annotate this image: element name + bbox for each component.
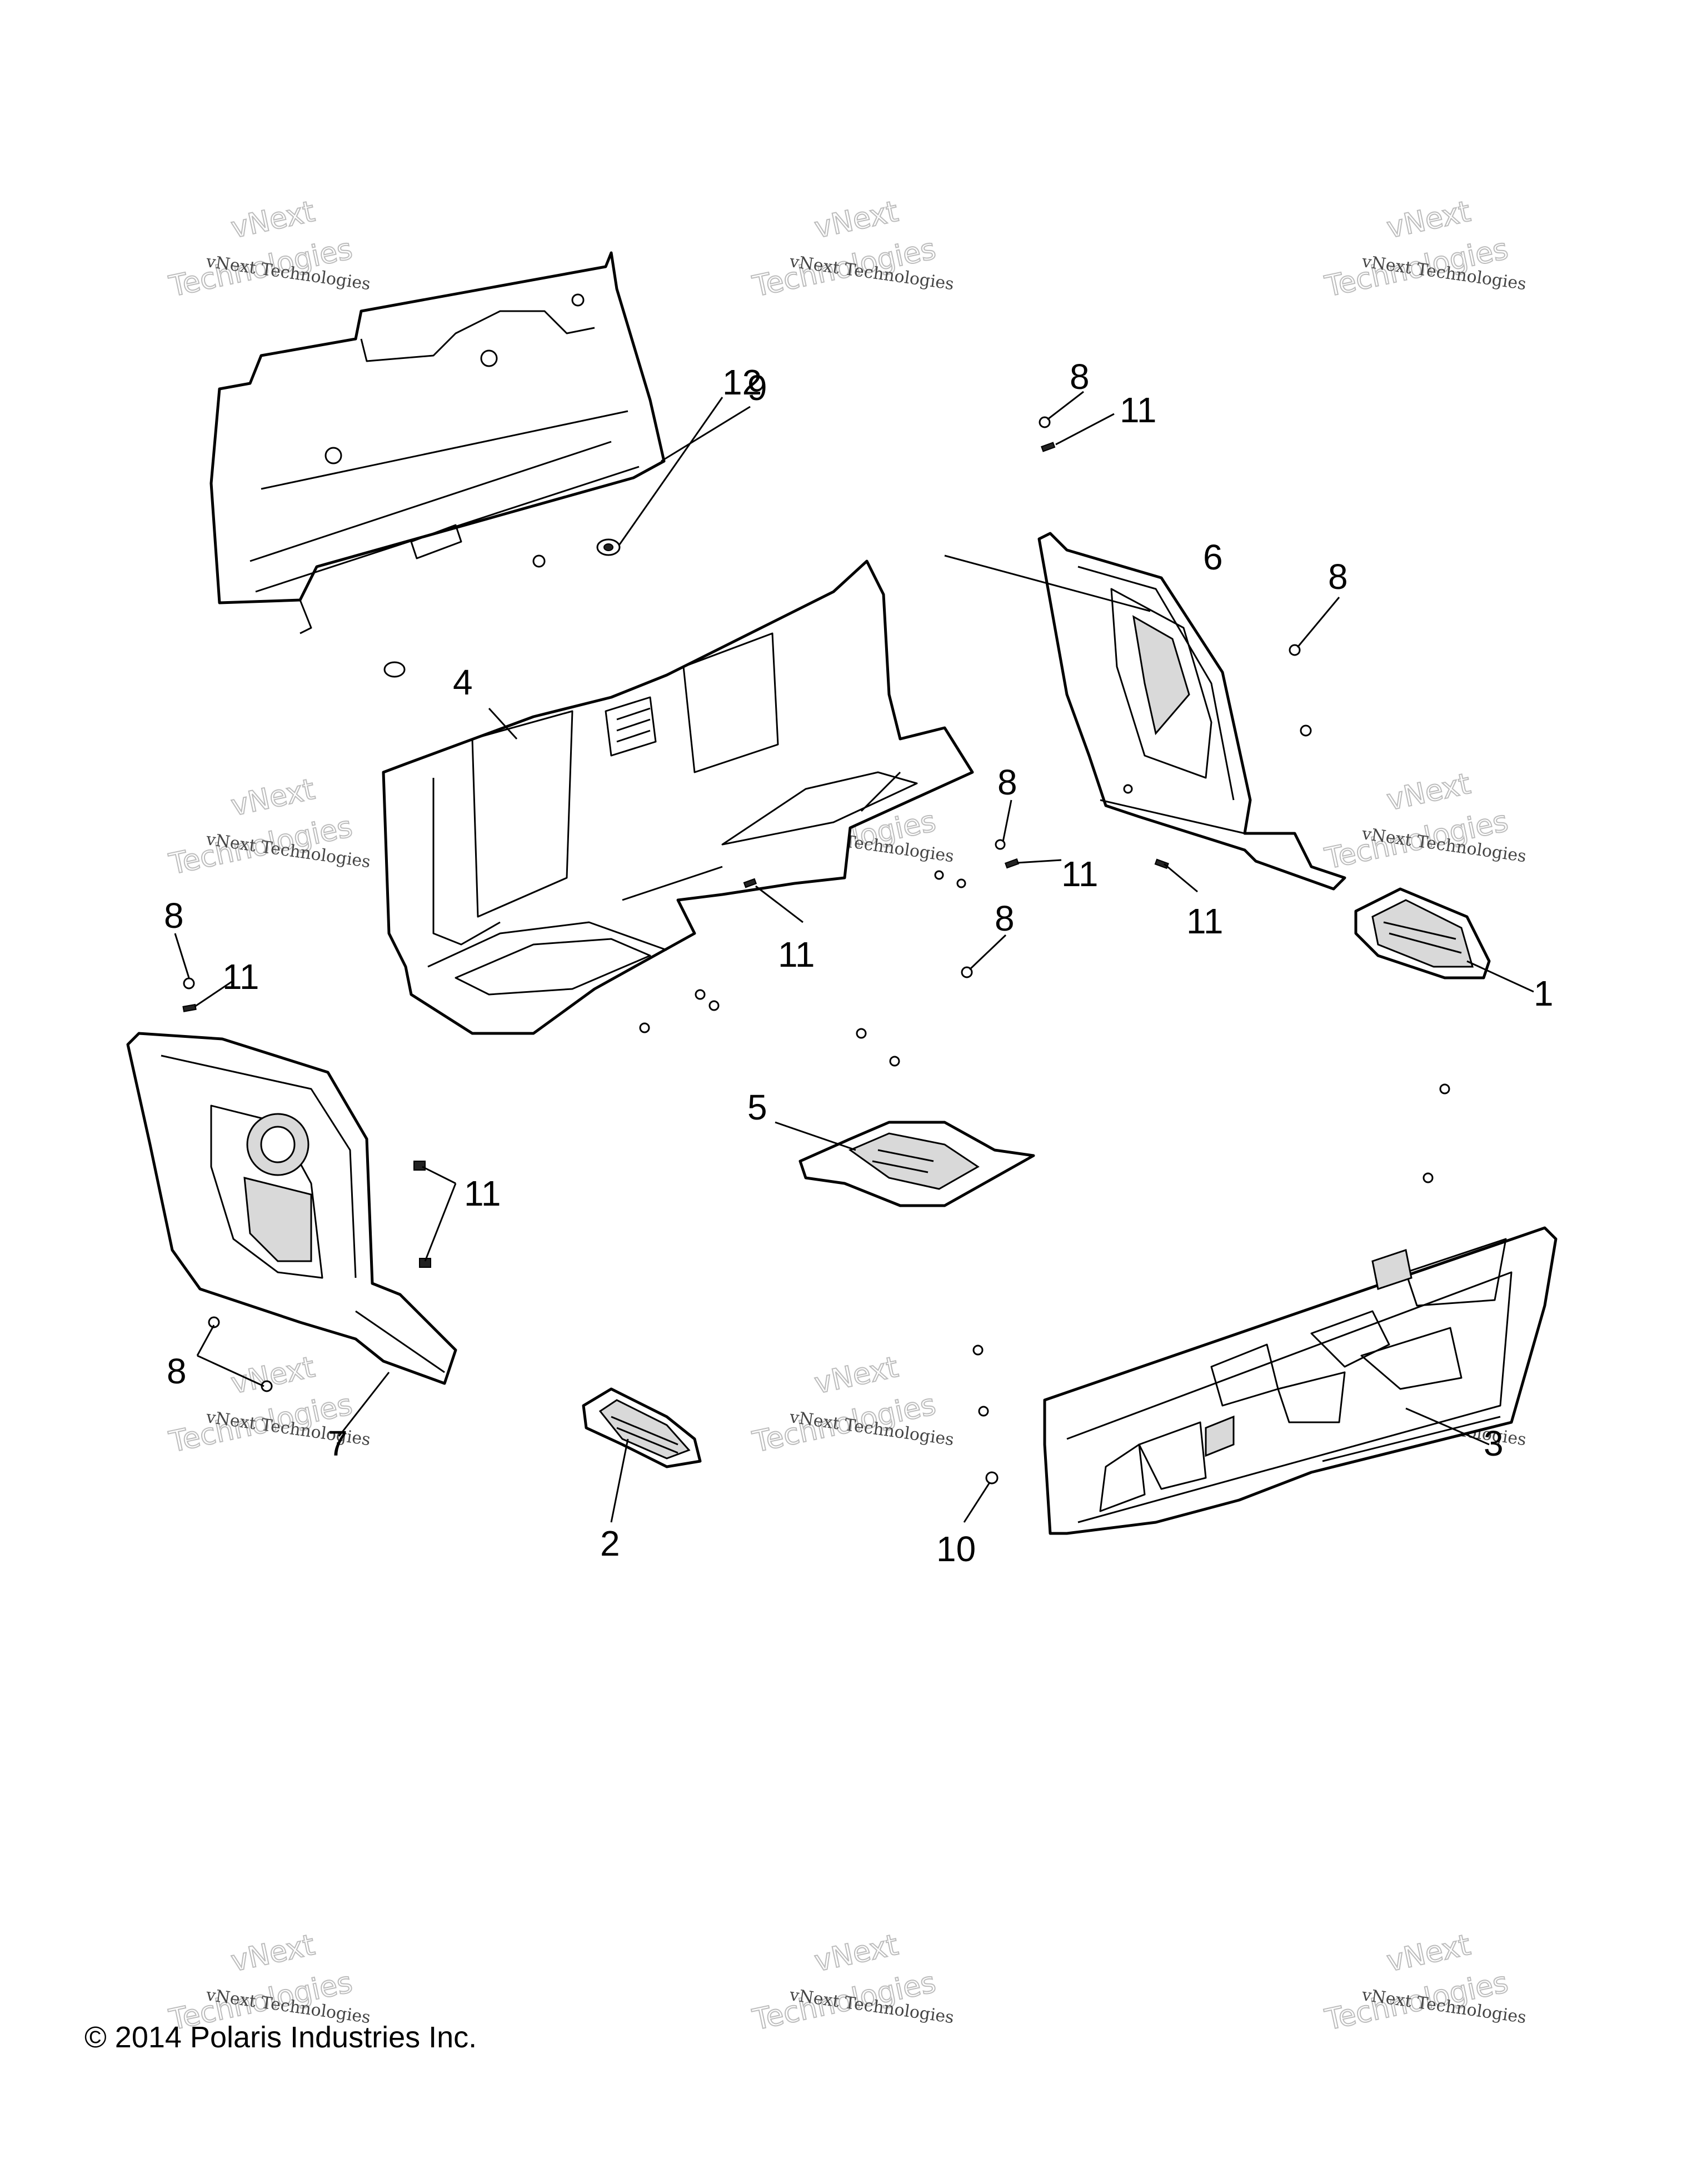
callout-5: 5 [747, 1087, 767, 1127]
screw-8 [961, 966, 973, 978]
svg-text:vNext: vNext [1384, 767, 1474, 817]
callout-9: 9 [747, 368, 767, 408]
part-1-footrest [1354, 887, 1491, 979]
part-12-grommet [383, 538, 621, 678]
part-7-left-side-panel [126, 1032, 457, 1385]
callout-8: 8 [1328, 557, 1348, 597]
callout-11: 11 [464, 1173, 501, 1213]
clip-11 [1004, 858, 1020, 869]
part-2-footrest [582, 1387, 702, 1468]
callout-11: 11 [778, 934, 815, 974]
callout-1: 1 [1534, 973, 1554, 1013]
callout-11: 11 [1186, 901, 1223, 941]
callout-11: 11 [222, 957, 259, 997]
callout-4: 4 [453, 662, 473, 702]
callout-8: 8 [1070, 357, 1090, 397]
leader-lines [174, 391, 1534, 1523]
watermark: Technologies vNext vNext Technologies [1321, 194, 1528, 304]
callout-11: 11 [1061, 854, 1098, 894]
push-rivet-10 [985, 1471, 999, 1485]
svg-text:vNext: vNext [812, 195, 901, 245]
callout-3: 3 [1484, 1423, 1504, 1463]
watermark: Technologies vNext vNext Technologies [166, 194, 372, 304]
callout-10: 10 [936, 1529, 976, 1569]
clip-11 [419, 1258, 431, 1268]
callout-7: 7 [328, 1423, 348, 1463]
callouts: 1 2 3 4 5 6 7 8 8 8 8 8 8 9 10 11 11 11 … [164, 357, 1554, 1569]
clip-11 [1154, 858, 1169, 869]
clip-11 [182, 1003, 197, 1012]
callout-8: 8 [995, 898, 1015, 938]
screw-8 [995, 839, 1006, 850]
part-4-rear-tub [382, 559, 974, 1035]
svg-text:vNext: vNext [812, 1351, 901, 1401]
screw-8 [1039, 416, 1051, 428]
svg-text:vNext: vNext [228, 773, 318, 823]
watermark: Technologies vNext vNext Technologies [1321, 1928, 1528, 2038]
screw-8 [261, 1380, 273, 1392]
screw-8 [208, 1316, 220, 1328]
screw-8 [183, 977, 195, 989]
copyright-notice: © 2014 Polaris Industries Inc. [84, 2021, 477, 2054]
callout-12: 12 [722, 362, 762, 402]
watermark: Technologies vNext vNext Technologies [749, 194, 955, 304]
watermark: Technologies vNext vNext Technologies [166, 772, 372, 882]
part-5-center-step [798, 1121, 1035, 1207]
callout-11: 11 [1120, 390, 1156, 430]
watermark: Technologies vNext vNext Technologies [749, 1350, 955, 1460]
screw-8 [1289, 644, 1301, 656]
watermark: Technologies vNext vNext Technologies [1321, 767, 1528, 877]
svg-text:vNext: vNext [1384, 195, 1474, 245]
clip-11 [413, 1161, 426, 1171]
part-9-rear-panel [209, 251, 666, 634]
clip-11 [743, 878, 757, 888]
clip-11 [1041, 442, 1056, 452]
part-3-floor-panel [1043, 1226, 1558, 1535]
watermark: Technologies vNext vNext Technologies [749, 1928, 955, 2038]
callout-6: 6 [1203, 537, 1223, 577]
callout-2: 2 [600, 1523, 620, 1563]
svg-text:vNext: vNext [812, 1928, 901, 1978]
callout-8: 8 [164, 896, 184, 936]
hardware [182, 416, 1450, 1485]
callout-8: 8 [167, 1351, 187, 1391]
svg-text:vNext: vNext [1384, 1928, 1474, 1978]
svg-text:vNext: vNext [228, 1928, 318, 1978]
part-6-right-side-panel [1037, 532, 1346, 891]
svg-text:vNext: vNext [228, 195, 318, 245]
callout-8: 8 [997, 762, 1017, 802]
